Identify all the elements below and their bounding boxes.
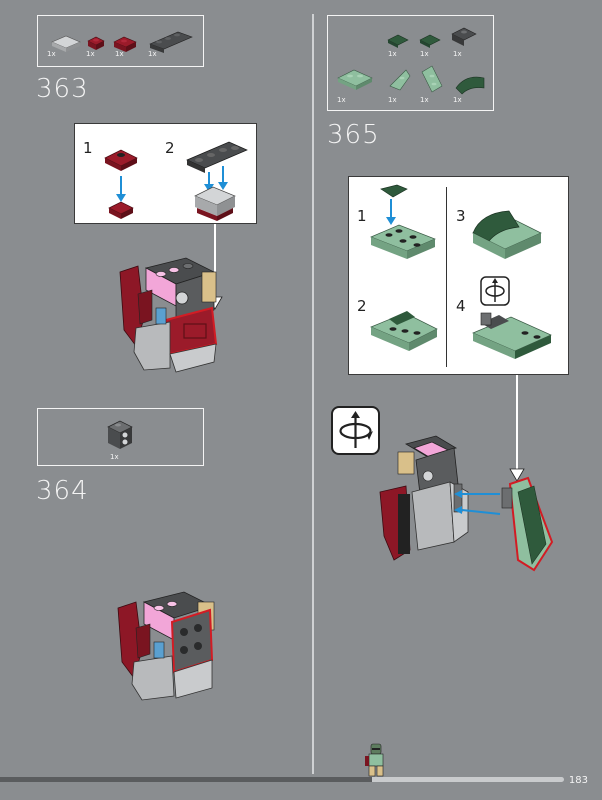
step-number: 363	[36, 74, 89, 104]
callout-363-illustration	[104, 141, 248, 221]
part-qty: 1x	[453, 96, 462, 104]
model-step-363	[119, 257, 218, 373]
parts-list-step-364: 1x	[37, 408, 204, 466]
substep-number: 2	[357, 297, 367, 315]
part-dark-gray-brick-with-studs	[107, 420, 133, 449]
callout-leader-line	[516, 375, 518, 478]
substep-2-light-gray-brick	[194, 186, 236, 221]
part-dark-gray-long-plate	[149, 31, 193, 53]
step-number: 365	[327, 120, 380, 150]
substep-2-wedge-assembly	[370, 311, 438, 351]
callout-leader-arrow	[509, 468, 525, 482]
page-number: 183	[568, 775, 588, 786]
part-qty: 1x	[115, 50, 124, 58]
callout-divider	[446, 187, 447, 367]
progress-bar-completed	[0, 777, 372, 782]
substep-number: 2	[165, 139, 175, 157]
part-sand-green-wedge-1	[389, 69, 411, 91]
parts-list-bricks-364	[107, 420, 133, 449]
callout-leader-line	[214, 224, 216, 308]
column-divider	[312, 14, 314, 774]
part-qty: 1x	[337, 96, 346, 104]
sub-assembly-callout-363: 1 2	[74, 123, 257, 224]
part-sand-green-wedge-2	[421, 65, 443, 93]
part-dark-green-tile-1	[387, 34, 409, 48]
substep-number: 1	[83, 139, 93, 157]
part-qty: 1x	[420, 96, 429, 104]
substep-number: 1	[357, 207, 367, 225]
part-light-gray-plate	[51, 35, 81, 52]
part-qty: 1x	[86, 50, 95, 58]
sub-assembly-callout-365: 1 2 3 4	[348, 176, 569, 375]
part-qty: 1x	[148, 50, 157, 58]
boba-fett-mascot-icon	[365, 743, 384, 777]
step-number: 364	[36, 476, 89, 506]
substep-1-dark-red-plate-bottom	[108, 201, 134, 219]
rotate-model-icon	[331, 406, 380, 455]
parts-list-bricks-365	[337, 27, 485, 95]
part-dark-red-plate	[113, 36, 137, 52]
substep-1-dark-red-plate-top	[104, 149, 138, 171]
part-qty: 1x	[47, 50, 56, 58]
part-dark-green-tile-2	[419, 34, 441, 48]
substep-2-dark-gray-long-plate	[186, 141, 248, 173]
substep-1-sand-green-plate	[370, 224, 436, 259]
part-qty: 1x	[388, 96, 397, 104]
substep-number: 3	[456, 207, 466, 225]
part-qty: 1x	[110, 453, 119, 461]
callout-365-illustration	[370, 184, 552, 359]
substep-3-curved-assembly	[472, 210, 542, 259]
substep-4-assembly	[472, 312, 552, 359]
part-qty: 1x	[388, 50, 397, 58]
parts-list-step-365: 1x 1x 1x 1x 1x 1x 1x	[327, 15, 494, 111]
part-qty: 1x	[453, 50, 462, 58]
parts-list-step-363: 1x 1x 1x 1x	[37, 15, 204, 67]
part-sand-green-plate	[337, 69, 373, 90]
substep-number: 4	[456, 297, 466, 315]
rotate-subassembly-icon	[480, 276, 510, 306]
progress-bar-remaining	[372, 777, 564, 782]
part-qty: 1x	[420, 50, 429, 58]
parts-list-bricks-363	[51, 31, 193, 53]
part-dark-gray-bracket	[451, 27, 477, 46]
model-step-365	[379, 435, 554, 572]
part-dark-green-curved	[455, 76, 485, 95]
part-dark-red-plate-small	[87, 36, 105, 50]
model-step-364	[117, 591, 215, 701]
